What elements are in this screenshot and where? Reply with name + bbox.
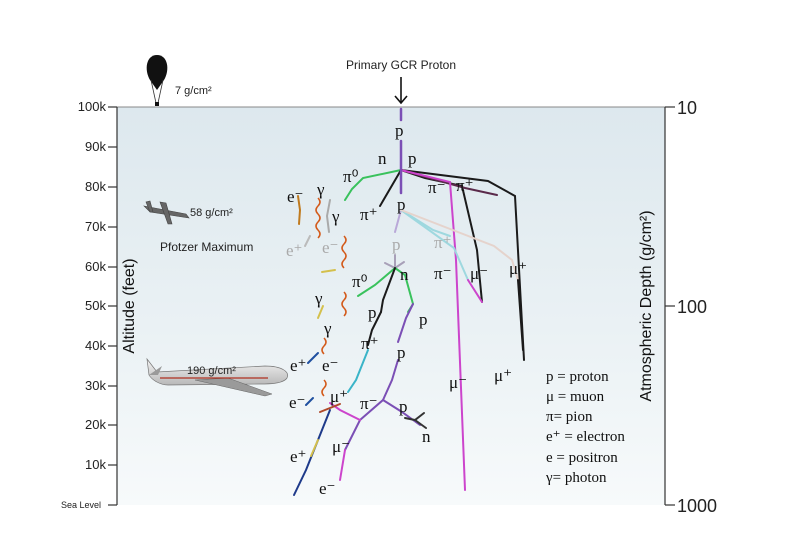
legend-item: e⁺ = electron	[546, 429, 625, 445]
altitude-tick-label: 100k	[78, 99, 107, 114]
particle-label: p	[395, 121, 404, 140]
pfotzer-maximum-label: Pfotzer Maximum	[160, 240, 253, 254]
particle-label: μ⁻	[470, 264, 488, 283]
depth-tick-label: 1000	[677, 496, 717, 516]
particle-label: e⁻	[319, 479, 336, 498]
depth-tick-label: 10	[677, 98, 697, 118]
particle-label: e⁺	[290, 356, 307, 375]
altitude-tick-label: 30k	[85, 378, 106, 393]
legend-item: p = proton	[546, 369, 609, 385]
legend-item: γ= photon	[545, 470, 607, 486]
particle-label: π⁺	[456, 176, 474, 195]
altitude-axis: 100k 90k 80k 70k 60k 50k 40k 30k 20k 10k…	[61, 99, 118, 510]
particle-label: γ	[323, 319, 332, 338]
photon-wiggles	[315, 197, 347, 397]
altitude-tick-label: 90k	[85, 139, 106, 154]
particle-label: π⁻	[428, 178, 446, 197]
particle-labels: p n p e⁻ γ π⁰ π⁻ π⁺ γ π⁺ p e⁺ e⁻ p π⁺ μ⁺…	[286, 121, 527, 498]
particle-label: p	[408, 149, 417, 168]
particle-label: e⁺	[290, 447, 307, 466]
small-plane-depth-label: 58 g/cm²	[190, 207, 233, 219]
particle-label: n	[400, 265, 409, 284]
particle-label: γ	[316, 180, 325, 199]
small-plane-icon	[143, 200, 190, 225]
altitude-tick-label: 20k	[85, 417, 106, 432]
particle-label: π⁻	[434, 264, 452, 283]
particle-label: p	[397, 343, 406, 362]
particle-label: n	[422, 427, 431, 446]
airliner-depth-label: 190 g/cm²	[187, 365, 236, 377]
particle-label: p	[419, 310, 428, 329]
altitude-tick-label: 70k	[85, 219, 106, 234]
altitude-axis-title: Altitude (feet)	[121, 258, 138, 353]
particle-label: μ⁻	[449, 373, 467, 392]
atmosphere-background	[117, 107, 665, 505]
legend-item: e = positron	[546, 450, 618, 466]
particle-label: p	[392, 235, 401, 254]
altitude-tick-label: 40k	[85, 338, 106, 353]
particle-label: e⁻	[322, 238, 339, 257]
primary-proton-title: Primary GCR Proton	[346, 58, 456, 72]
particle-label: π⁺	[361, 334, 379, 353]
particle-label: γ	[331, 207, 340, 226]
depth-tick-label: 100	[677, 297, 707, 317]
depth-axis: 10 100 1000	[664, 98, 717, 516]
altitude-tick-label: 60k	[85, 259, 106, 274]
legend-item: π= pion	[546, 409, 593, 425]
particle-label: μ⁺	[494, 366, 512, 385]
incoming-proton-arrow	[394, 77, 408, 105]
particle-label: μ⁻	[332, 437, 350, 456]
legend-item: μ = muon	[546, 389, 605, 405]
particle-label: μ⁺	[509, 259, 527, 278]
balloon-depth-label: 7 g/cm²	[175, 85, 212, 97]
particle-label: γ	[314, 289, 323, 308]
depth-axis-title: Atmospheric Depth (g/cm²)	[638, 210, 655, 401]
particle-label: n	[378, 149, 387, 168]
particle-label: p	[368, 303, 377, 322]
particle-label: π⁻	[360, 394, 378, 413]
particle-label: π⁰	[352, 272, 368, 291]
particle-label: π⁰	[343, 167, 359, 186]
altitude-tick-label: 50k	[85, 298, 106, 313]
altitude-tick-label: 80k	[85, 179, 106, 194]
particle-label: e⁺	[286, 241, 303, 260]
particle-label: e⁻	[287, 187, 304, 206]
particle-label: p	[397, 195, 406, 214]
altitude-tick-label: 10k	[85, 457, 106, 472]
balloon-icon	[146, 55, 168, 106]
particle-label: π⁺	[434, 233, 452, 252]
particle-label: μ⁺	[330, 387, 348, 406]
airliner-icon	[146, 357, 288, 397]
shower-tracks	[293, 107, 525, 496]
particle-label: e⁻	[322, 356, 339, 375]
particle-label: e⁻	[289, 393, 306, 412]
legend: p = proton μ = muon π= pion e⁺ = electro…	[545, 369, 625, 486]
particle-label: p	[399, 397, 408, 416]
particle-label: π⁺	[360, 205, 378, 224]
sea-level-label: Sea Level	[61, 500, 101, 510]
